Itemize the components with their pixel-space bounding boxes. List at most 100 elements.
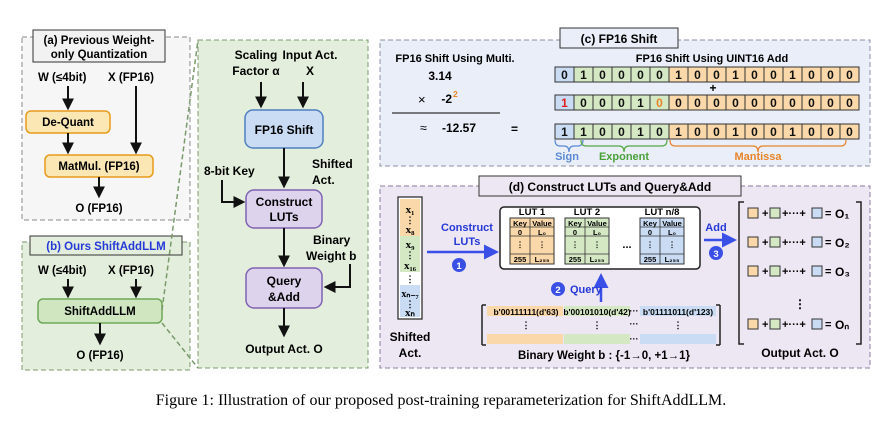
lut-cell: 255 — [569, 255, 582, 264]
output-equals: = — [825, 319, 831, 331]
lut-title: LUT 1 — [519, 207, 546, 218]
shiftaddllm-label: ShiftAddLLM — [64, 306, 136, 318]
output-term-box — [747, 236, 759, 248]
bit-value: 0 — [732, 96, 739, 110]
output-term-box — [811, 265, 823, 277]
lut-cell: ⋮ — [516, 240, 524, 249]
panel-d-title-box — [478, 175, 742, 197]
bit-value: 0 — [789, 96, 796, 110]
output-term-box — [769, 207, 781, 219]
bit-value: 1 — [561, 125, 568, 139]
weight-row1-group3 — [640, 306, 716, 316]
output-term-box — [747, 318, 759, 330]
bit-value: 0 — [580, 96, 587, 110]
bit-value: 0 — [656, 96, 663, 110]
lut-cell: Key — [643, 219, 658, 228]
scaling-factor-line2: Factor α — [232, 64, 280, 78]
act-group-2 — [400, 236, 420, 272]
bit-value: 0 — [713, 125, 720, 139]
panel-a-title-box — [32, 29, 166, 63]
weight-vdots-3: ⋮ — [674, 320, 683, 330]
construct-luts-step-line2: LUTs — [454, 236, 481, 248]
output-element: Oₙ — [835, 318, 849, 332]
weight-vdots-2: ⋮ — [593, 320, 602, 330]
weight-hdots-3: ··· — [630, 334, 639, 344]
operand-a: 3.14 — [428, 69, 452, 83]
input-act-line1: Input Act. — [283, 48, 338, 62]
output-act-label: Output Act. O — [245, 342, 323, 356]
lut-cell: 0 — [648, 228, 652, 237]
panel-a-input-w: W (≤4bit) — [38, 72, 87, 84]
step-2-number: 2 — [555, 285, 560, 296]
lut-title: LUT 2 — [574, 207, 600, 218]
bit-cell — [839, 66, 860, 83]
mantissa-brace — [669, 139, 847, 153]
shifted-act-line1: Shifted — [312, 157, 353, 171]
bit-value: 0 — [827, 68, 834, 82]
matmul-label: MatMul. (FP16) — [58, 161, 139, 173]
weight-row2-group3 — [640, 334, 716, 344]
bit-value: 0 — [599, 96, 606, 110]
bit-value: 0 — [827, 96, 834, 110]
equals-sign: = — [511, 122, 518, 136]
output-term-box — [769, 265, 781, 277]
output-term-box — [769, 318, 781, 330]
mantissa-label: Mantissa — [734, 151, 782, 163]
act-vdots-2: ⋮ — [406, 250, 415, 260]
bit-value: 0 — [846, 125, 853, 139]
bit-value: 0 — [808, 96, 815, 110]
output-sum-dots: +···+ — [782, 208, 806, 220]
bit-value: 0 — [770, 125, 777, 139]
plus-sign: + — [709, 81, 716, 95]
panel-a-title-line1: (a) Previous Weight- — [44, 35, 155, 47]
output-term-box — [811, 236, 823, 248]
uint16-heading: FP16 Shift Using UINT16 Add — [636, 53, 788, 65]
lut-cell: L₀ — [593, 228, 601, 237]
step-2-badge — [551, 282, 565, 296]
scaling-factor-line1: Scaling — [235, 48, 278, 62]
bit-value: 0 — [656, 68, 663, 82]
weight-code-3: b'01111011(d'123) — [643, 307, 713, 317]
lut-cell: L₀ — [668, 228, 676, 237]
construct-luts-line2: LUTs — [269, 210, 298, 224]
act-xn7: xₙ₋₇ — [401, 289, 418, 300]
weight-hdots-1: ··· — [630, 306, 639, 316]
output-equals: = — [825, 266, 831, 278]
bit-value: 0 — [675, 96, 682, 110]
lut-ellipsis: ... — [622, 239, 631, 251]
step-3-badge — [709, 246, 723, 260]
lut-cell: Value — [532, 219, 552, 228]
bit-value: 0 — [599, 125, 606, 139]
bit-value: 0 — [713, 96, 720, 110]
bit-value: 1 — [675, 125, 682, 139]
weight-row1-group1 — [487, 306, 563, 316]
panel-b-title-box — [29, 235, 183, 256]
lut-cell: ⋮ — [593, 240, 601, 249]
bit-value: 0 — [751, 125, 758, 139]
bit-value: 0 — [694, 68, 701, 82]
bit-value: 0 — [770, 68, 777, 82]
lut-cell: 255 — [644, 255, 657, 264]
bit-value: 1 — [637, 125, 644, 139]
output-sum-dots: +···+ — [782, 319, 806, 331]
bit-value: 0 — [656, 125, 663, 139]
bit-value: 1 — [675, 68, 682, 82]
add-label: Add — [705, 222, 726, 234]
step-1-badge — [452, 258, 466, 272]
lut-title: LUT n/8 — [645, 207, 680, 218]
bit-value: 0 — [846, 96, 853, 110]
output-vdots: ⋮ — [794, 297, 806, 311]
figure-caption: Figure 1: Illustration of our proposed p… — [156, 392, 727, 409]
lut-cell: L₂₅₅ — [665, 255, 680, 264]
bit-value: 0 — [713, 68, 720, 82]
binary-weight-caption: Binary Weight b : {-1→0, +1→1} — [518, 350, 691, 362]
act-xn: xₙ — [405, 307, 416, 319]
output-element: O₂ — [835, 236, 850, 250]
lut-cell: ⋮ — [668, 240, 676, 249]
output-term-box — [769, 236, 781, 248]
exponent-label: Exponent — [599, 151, 649, 163]
step-1-number: 1 — [456, 261, 462, 272]
query-add-line1: Query — [267, 274, 302, 288]
